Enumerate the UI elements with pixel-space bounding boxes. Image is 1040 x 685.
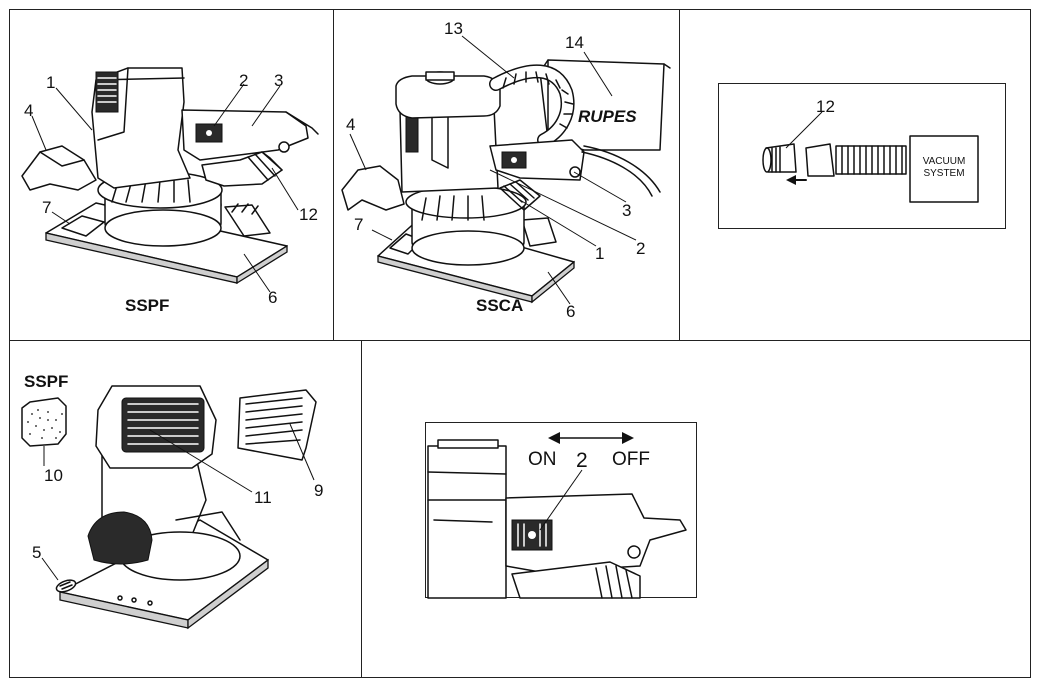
callout-12: 12 [816,97,835,116]
callout-6: 6 [566,302,576,321]
dust-port [201,151,283,187]
callout-6: 6 [268,288,278,307]
front-knob [87,511,153,565]
sanding-sheet [21,397,67,447]
clamp-rear [224,204,271,237]
vacuum-system-box [909,135,979,203]
callout-2: 2 [239,71,249,90]
callout-5: 5 [32,543,42,562]
callout-9: 9 [314,481,324,500]
callout-11: 11 [254,488,272,507]
callout-10: 10 [44,466,63,485]
callout-7: 7 [354,215,364,234]
off-label: OFF [612,449,650,470]
callout-12: 12 [299,205,318,224]
callout-14: 14 [565,33,584,52]
callout-3: 3 [622,201,632,220]
callout-1: 1 [46,73,56,92]
front-handle [21,145,97,191]
sspf-caption: SSPF [125,296,170,315]
on-label: ON [528,449,557,470]
callout-13: 13 [444,19,463,38]
parts-caption: SSPF [24,372,69,391]
clamp-front [61,215,105,237]
callout-7: 7 [42,198,52,217]
ssca-caption: SSCA [476,296,524,315]
callout-2: 2 [636,239,646,258]
callout-4: 4 [24,101,34,120]
dust-bag [547,59,665,151]
callout-1: 1 [595,244,605,263]
brand-logo: RUPES [578,107,637,126]
vacuum-label-line1: VACUUM [922,156,966,167]
callout-4: 4 [346,115,356,134]
callout-3: 3 [274,71,284,90]
ssca-top-cap [395,75,501,119]
ssca-handle [489,139,585,181]
vacuum-label-line2: SYSTEM [923,168,965,179]
switch-number-2: 2 [576,449,588,472]
